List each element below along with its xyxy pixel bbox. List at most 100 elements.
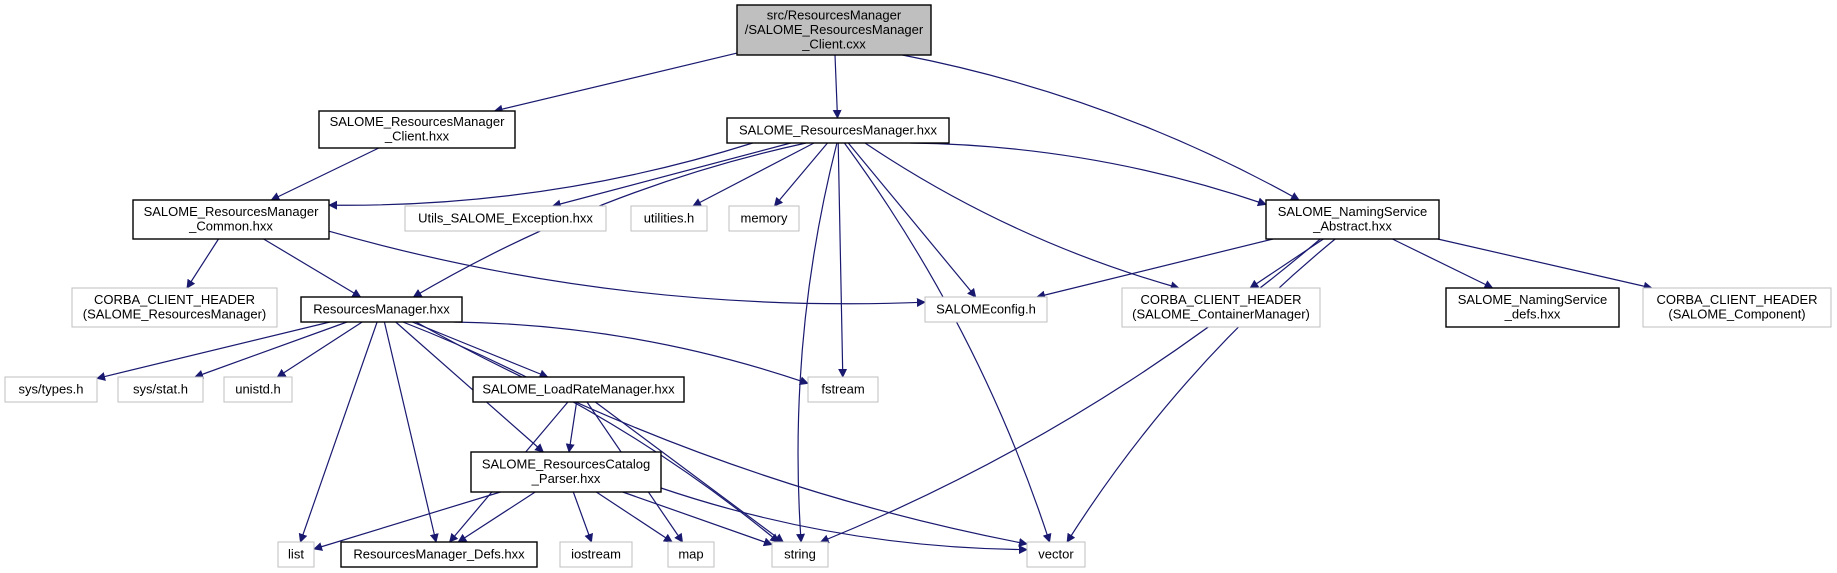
node-label: _Client.cxx xyxy=(801,36,866,51)
node-vector: vector xyxy=(1026,541,1086,568)
node-ns-defs[interactable]: SALOME_NamingService_defs.hxx xyxy=(1445,287,1620,328)
node-label: vector xyxy=(1038,546,1074,561)
edge-ns_abstract-to-vector xyxy=(1066,238,1336,543)
node-box xyxy=(728,205,800,232)
node-label: /SALOME_ResourcesManager xyxy=(745,22,924,37)
node-iostream: iostream xyxy=(559,541,633,568)
node-label: ResourcesManager_Defs.hxx xyxy=(353,546,525,561)
node-box xyxy=(223,376,293,403)
edge-rm_hxx-to-string xyxy=(796,142,838,543)
node-box xyxy=(736,4,932,56)
edge-rm_hxx-to-utils_exc xyxy=(551,142,791,209)
edge-resmgr_hxx-to-sys_stat xyxy=(194,321,348,379)
edge-resmgr_hxx-to-vector xyxy=(415,321,1028,547)
node-box xyxy=(132,199,330,240)
edge-root-to-client_hxx xyxy=(493,52,738,114)
node-box xyxy=(807,376,879,403)
edge-common_hxx-to-corba_rm xyxy=(186,238,220,289)
node-label: SALOMEconfig.h xyxy=(936,301,1036,316)
node-list: list xyxy=(277,541,315,568)
node-string: string xyxy=(771,541,829,568)
node-map: map xyxy=(667,541,715,568)
node-sys-types: sys/types.h xyxy=(4,376,98,403)
node-box xyxy=(300,296,463,323)
edge-loadrate-to-string xyxy=(594,401,784,543)
node-common-hxx[interactable]: SALOME_ResourcesManager_Common.hxx xyxy=(132,199,330,240)
node-label: string xyxy=(784,546,816,561)
node-label: (SALOME_Component) xyxy=(1668,307,1805,322)
edge-rm_hxx-to-ns_abstract xyxy=(910,142,1267,207)
node-root[interactable]: src/ResourcesManager/SALOME_ResourcesMan… xyxy=(736,4,932,56)
node-label: sys/stat.h xyxy=(133,381,188,396)
node-label: SALOME_NamingService xyxy=(1458,292,1608,307)
edge-root-to-rm_hxx xyxy=(832,54,842,119)
edge-ns_abstract-to-salomeconfig xyxy=(1036,238,1274,300)
edge-resmgr_hxx-to-rm_defs xyxy=(383,321,439,543)
edge-resmgr_hxx-to-list xyxy=(298,321,378,543)
node-label: (SALOME_ContainerManager) xyxy=(1132,307,1310,322)
edge-rm_hxx-to-fstream xyxy=(837,142,848,378)
node-label: sys/types.h xyxy=(18,381,83,396)
node-box xyxy=(667,541,715,568)
node-rm-defs[interactable]: ResourcesManager_Defs.hxx xyxy=(340,541,538,568)
node-label: CORBA_CLIENT_HEADER xyxy=(1140,292,1301,307)
edge-catalog_parser-to-vector xyxy=(660,487,1028,555)
node-box xyxy=(1026,541,1086,568)
node-box xyxy=(1642,287,1832,328)
edge-client_hxx-to-common_hxx xyxy=(270,147,380,201)
node-label: _Client.hxx xyxy=(384,129,450,144)
node-rm-hxx[interactable]: SALOME_ResourcesManager.hxx xyxy=(726,117,950,144)
edge-catalog_parser-to-iostream xyxy=(572,491,593,543)
edge-common_hxx-to-salomeconfig xyxy=(328,230,926,308)
edge-ns_abstract-to-corba_cm xyxy=(1249,238,1324,289)
edge-rm_hxx-to-resmgr_hxx xyxy=(412,142,807,298)
node-label: memory xyxy=(741,210,788,225)
edge-rm_hxx-to-salomeconfig xyxy=(847,142,977,298)
node-corba-comp: CORBA_CLIENT_HEADER(SALOME_Component) xyxy=(1642,287,1832,328)
node-ns-abstract[interactable]: SALOME_NamingService_Abstract.hxx xyxy=(1265,199,1440,240)
node-corba-cm: CORBA_CLIENT_HEADER(SALOME_ContainerMana… xyxy=(1121,287,1321,328)
node-fstream: fstream xyxy=(807,376,879,403)
edge-rm_hxx-to-memory xyxy=(773,142,828,207)
node-memory: memory xyxy=(728,205,800,232)
edge-resmgr_hxx-to-catalog_parser xyxy=(395,321,544,453)
node-catalog-parser[interactable]: SALOME_ResourcesCatalog_Parser.hxx xyxy=(470,451,662,493)
node-label: _Abstract.hxx xyxy=(1312,219,1392,234)
edge-resmgr_hxx-to-sys_types xyxy=(96,321,331,381)
node-label: map xyxy=(678,546,703,561)
node-label: (SALOME_ResourcesManager) xyxy=(83,307,267,322)
node-box xyxy=(726,117,950,144)
edge-resmgr_hxx-to-unistd xyxy=(276,321,363,378)
node-box xyxy=(277,541,315,568)
node-loadrate[interactable]: SALOME_LoadRateManager.hxx xyxy=(472,376,685,403)
nodes-layer: src/ResourcesManager/SALOME_ResourcesMan… xyxy=(4,4,1832,568)
edge-catalog_parser-to-map xyxy=(595,491,673,543)
node-box xyxy=(4,376,98,403)
node-box xyxy=(924,296,1048,323)
edge-ns_abstract-to-string xyxy=(819,238,1321,544)
node-salomeconfig: SALOMEconfig.h xyxy=(924,296,1048,323)
node-box xyxy=(404,205,607,232)
node-label: SALOME_ResourcesManager.hxx xyxy=(739,122,937,137)
node-box xyxy=(470,451,662,493)
node-box xyxy=(1265,199,1440,240)
node-label: _defs.hxx xyxy=(1504,307,1561,322)
edge-ns_abstract-to-ns_defs xyxy=(1392,238,1494,289)
node-box xyxy=(71,287,278,328)
node-label: SALOME_NamingService xyxy=(1278,204,1428,219)
edge-resmgr_hxx-to-fstream xyxy=(453,321,809,386)
edge-rm_hxx-to-common_hxx xyxy=(328,142,753,210)
node-client-hxx[interactable]: SALOME_ResourcesManager_Client.hxx xyxy=(318,110,516,149)
node-box xyxy=(771,541,829,568)
edge-ns_abstract-to-corba_comp xyxy=(1437,238,1653,291)
edge-resmgr_hxx-to-string xyxy=(402,321,780,543)
node-label: list xyxy=(288,546,304,561)
edge-rm_hxx-to-utilities_h xyxy=(692,142,815,207)
edge-root-to-ns_abstract xyxy=(902,54,1300,201)
edge-resmgr_hxx-to-loadrate xyxy=(412,321,549,379)
node-label: SALOME_ResourcesCatalog xyxy=(482,457,650,472)
node-resmgr-hxx[interactable]: ResourcesManager.hxx xyxy=(300,296,463,323)
node-unistd: unistd.h xyxy=(223,376,293,403)
node-label: fstream xyxy=(821,381,864,396)
